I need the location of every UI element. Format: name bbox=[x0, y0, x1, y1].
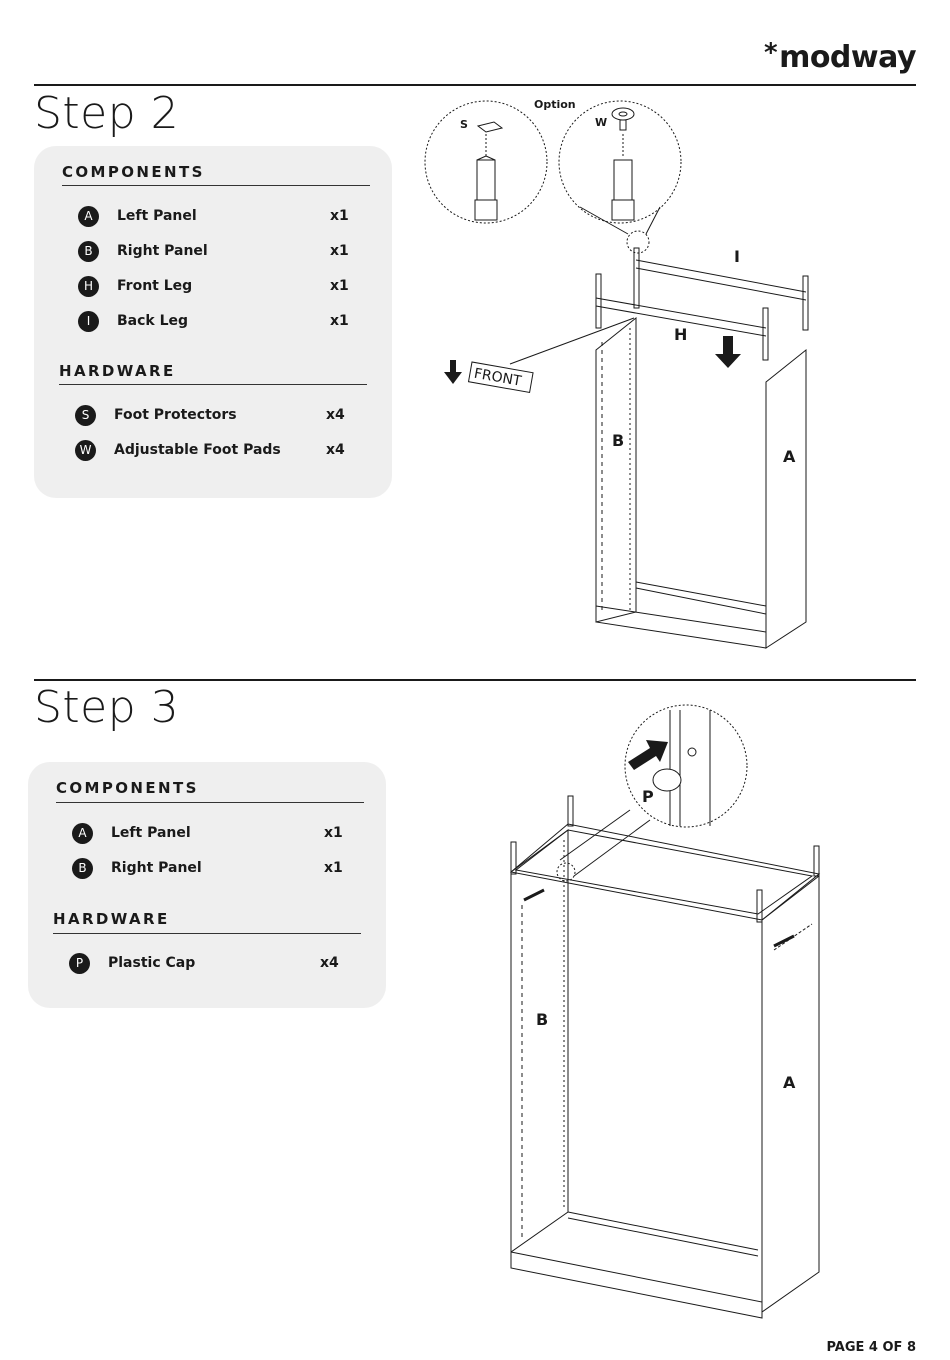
right-panel-a bbox=[766, 350, 806, 648]
part-badge: I bbox=[78, 311, 99, 332]
push-arrow-icon bbox=[628, 740, 668, 770]
callout-w-label: W bbox=[595, 116, 607, 129]
part-qty: x1 bbox=[330, 208, 349, 224]
hardware-row: W Adjustable Foot Pads bbox=[75, 438, 281, 462]
part-qty: x1 bbox=[324, 860, 343, 876]
step-2-hardware-heading: HARDWARE bbox=[59, 362, 176, 380]
step-3-components-heading: COMPONENTS bbox=[56, 779, 199, 797]
step-3-hardware-heading: HARDWARE bbox=[53, 910, 170, 928]
step-3-parts-panel: COMPONENTS A Left Panel x1 B Right Panel… bbox=[28, 762, 386, 1008]
front-tag: FRONT bbox=[469, 362, 534, 392]
step-3-assembly-diagram: P B A bbox=[500, 700, 830, 1320]
part-badge: A bbox=[72, 823, 93, 844]
part-qty: x1 bbox=[324, 825, 343, 841]
callout-p-label: P bbox=[642, 787, 654, 806]
option-label: Option bbox=[534, 98, 576, 111]
part-label: Left Panel bbox=[117, 208, 197, 224]
callout-circle-s bbox=[425, 101, 547, 223]
foot-pad-icon bbox=[612, 108, 634, 120]
hardware-row: S Foot Protectors bbox=[75, 403, 237, 427]
part-badge: B bbox=[78, 241, 99, 262]
plastic-cap-icon bbox=[653, 769, 681, 791]
step-2-divider bbox=[34, 84, 916, 86]
step-2-title: Step 2 bbox=[34, 88, 179, 139]
part-a-label: A bbox=[783, 447, 796, 466]
step-3-title: Step 3 bbox=[34, 682, 179, 733]
right-panel-a bbox=[762, 876, 819, 1312]
hardware-qty: x4 bbox=[326, 442, 345, 458]
part-badge: H bbox=[78, 276, 99, 297]
hardware-badge: S bbox=[75, 405, 96, 426]
callout-circle-p bbox=[625, 705, 747, 827]
callout-s-label: S bbox=[460, 118, 468, 131]
part-label: Right Panel bbox=[111, 860, 202, 876]
part-label: Right Panel bbox=[117, 243, 208, 259]
step-2-parts-panel: COMPONENTS A Left Panel x1 B Right Panel… bbox=[34, 146, 392, 498]
hardware-badge: P bbox=[69, 953, 90, 974]
component-row: I Back Leg bbox=[78, 309, 188, 333]
part-badge: B bbox=[72, 858, 93, 879]
part-qty: x1 bbox=[330, 313, 349, 329]
hardware-qty: x4 bbox=[326, 407, 345, 423]
step-2-assembly-diagram: FRONT Option S W I H B A bbox=[420, 92, 840, 658]
step-2-components-heading: COMPONENTS bbox=[62, 163, 205, 181]
component-row: A Left Panel bbox=[78, 204, 197, 228]
step-2-hardware-rule bbox=[59, 384, 367, 385]
part-a-label: A bbox=[783, 1073, 796, 1092]
part-qty: x1 bbox=[330, 243, 349, 259]
part-qty: x1 bbox=[330, 278, 349, 294]
step-3-components-rule bbox=[56, 802, 364, 803]
component-row: A Left Panel bbox=[72, 821, 191, 845]
part-b-label: B bbox=[536, 1010, 548, 1029]
front-arrow-icon bbox=[444, 360, 462, 384]
hardware-label: Adjustable Foot Pads bbox=[114, 442, 281, 458]
part-h-label: H bbox=[674, 325, 687, 344]
part-label: Front Leg bbox=[117, 278, 192, 294]
component-row: B Right Panel bbox=[78, 239, 208, 263]
step-2-components-rule bbox=[62, 185, 370, 186]
part-b-label: B bbox=[612, 431, 624, 450]
step-3-hardware-rule bbox=[53, 933, 361, 934]
hardware-label: Foot Protectors bbox=[114, 407, 237, 423]
hardware-label: Plastic Cap bbox=[108, 955, 195, 971]
part-badge: A bbox=[78, 206, 99, 227]
brand-name: modway bbox=[779, 40, 916, 75]
brand-star: * bbox=[764, 38, 777, 68]
hardware-qty: x4 bbox=[320, 955, 339, 971]
page-number: PAGE 4 OF 8 bbox=[826, 1340, 916, 1355]
foot-protector-icon bbox=[478, 122, 502, 132]
part-i-label: I bbox=[734, 247, 740, 266]
part-label: Left Panel bbox=[111, 825, 191, 841]
component-row: H Front Leg bbox=[78, 274, 192, 298]
hardware-row: P Plastic Cap bbox=[69, 951, 195, 975]
component-row: B Right Panel bbox=[72, 856, 202, 880]
brand-logo: *modway bbox=[764, 38, 916, 75]
step-3-divider bbox=[34, 679, 916, 681]
part-label: Back Leg bbox=[117, 313, 188, 329]
hardware-badge: W bbox=[75, 440, 96, 461]
down-arrow-icon bbox=[715, 336, 741, 368]
